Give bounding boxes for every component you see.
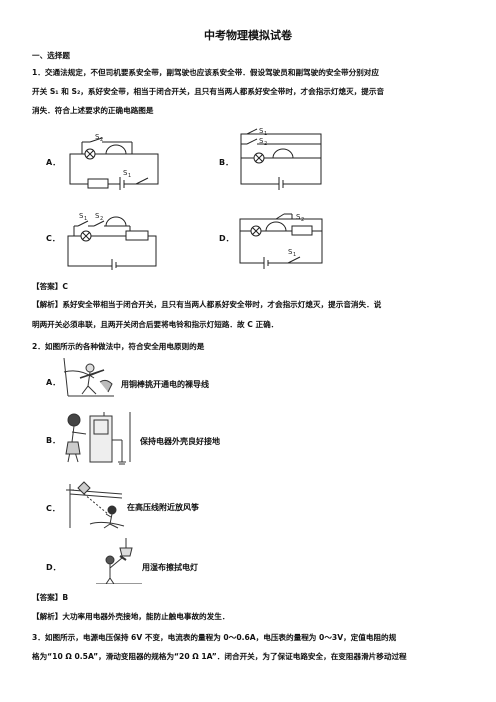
section-heading: 一、选择题 <box>32 51 70 60</box>
switch-label: S <box>259 128 264 135</box>
switch-label: S <box>95 212 100 220</box>
circuit-diagram-d: S 2 S 1 <box>236 207 328 269</box>
q1-stem-line-1: 1．交通法规定，不但司机要系安全带，副驾驶也应该系安全带．假设驾驶员和副驾驶的安… <box>32 68 379 77</box>
q2-stem: 2．如图所示的各种做法中，符合安全用电原则的是 <box>32 342 205 351</box>
switch-subscript: 1 <box>293 252 296 258</box>
switch-subscript: 2 <box>301 217 304 223</box>
switch-label: S <box>79 212 84 220</box>
switch-subscript: 2 <box>264 141 267 147</box>
q2-option-a-text: 用铜棒挑开通电的裸导线 <box>121 380 209 389</box>
switch-label: S <box>296 213 301 221</box>
q1-analysis-line-1: 【解析】系好安全带相当于闭合开关，且只有当两人都系好安全带时，才会指示灯熄灭，提… <box>32 300 382 309</box>
illustration-wiping-lamp <box>96 538 142 586</box>
circuit-diagram-b: S 1 S 2 <box>237 128 327 190</box>
switch-label: S <box>95 133 100 141</box>
q2-option-d-text: 用湿布擦拭电灯 <box>142 563 198 572</box>
q2-analysis: 【解析】大功率用电器外壳接地，能防止触电事故的发生． <box>32 612 230 621</box>
q1-stem-line-3: 消失．符合上述要求的正确电路图是 <box>32 106 154 115</box>
illustration-copper-rod <box>60 356 118 402</box>
q2-option-a-label: A． <box>46 378 61 387</box>
q2-option-c-text: 在高压线附近放风筝 <box>127 503 199 512</box>
q1-option-c-label: C． <box>46 234 60 243</box>
q3-stem-line-2: 格为“10 Ω 0.5A”，滑动变阻器的规格为“20 Ω 1A”．闭合开关，为了… <box>32 652 407 661</box>
q1-option-d-label: D． <box>219 234 234 243</box>
circuit-diagram-c: S 1 S 2 <box>64 208 164 270</box>
page-title: 中考物理模拟试卷 <box>204 29 292 42</box>
q2-option-b-label: B． <box>46 436 61 445</box>
q1-option-b-label: B． <box>219 158 234 167</box>
q2-option-c-label: C． <box>46 504 60 513</box>
q1-analysis-line-2: 明两开关必须串联，且两开关闭合后要将电铃和指示灯短路．故 C 正确． <box>32 320 279 329</box>
switch-label: S <box>288 248 293 256</box>
illustration-grounded-appliance <box>64 410 134 468</box>
q2-option-d-label: D． <box>46 563 61 572</box>
q1-stem-line-2: 开关 S₁ 和 S₂，系好安全带，相当于闭合开关，且只有当两人都系好安全带时，才… <box>32 87 385 96</box>
q2-option-b-text: 保持电器外壳良好接地 <box>140 437 220 446</box>
switch-subscript: 1 <box>128 173 131 179</box>
switch-subscript: 2 <box>100 216 103 222</box>
q1-option-a-label: A． <box>46 158 61 167</box>
switch-subscript: 1 <box>84 216 87 222</box>
illustration-kite-near-power-lines <box>62 480 128 532</box>
switch-subscript: 2 <box>100 137 103 143</box>
q3-stem-line-1: 3．如图所示，电源电压保持 6V 不变，电流表的量程为 0～0.6A，电压表的量… <box>32 633 397 642</box>
switch-label: S <box>123 169 128 177</box>
circuit-diagram-a: S 2 S 1 <box>66 132 166 190</box>
q1-answer: 【答案】C <box>32 282 68 291</box>
switch-label: S <box>259 137 264 145</box>
switch-subscript: 1 <box>264 131 267 137</box>
q2-answer: 【答案】B <box>32 593 69 602</box>
